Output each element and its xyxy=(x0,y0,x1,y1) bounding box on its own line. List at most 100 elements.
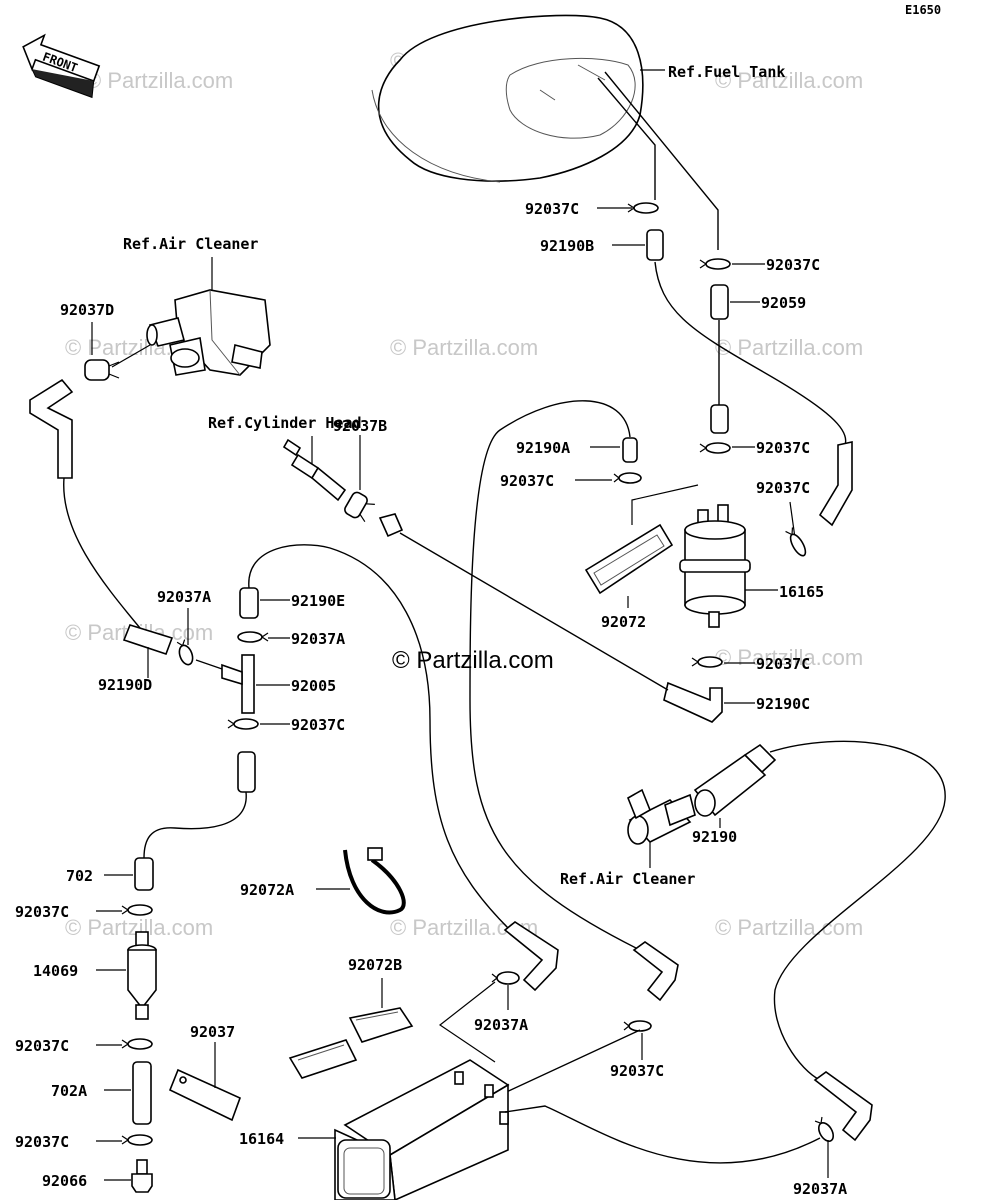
diagram-code: E1650 xyxy=(905,3,941,17)
watermark-main: © Partzilla.com xyxy=(392,647,554,674)
part-92037C-label: 92037C xyxy=(525,200,579,218)
watermark: © Partzilla.com xyxy=(390,335,538,360)
air-cleaner-fitting xyxy=(626,788,696,845)
part-92037C-label: 92037C xyxy=(756,655,810,673)
hose-line xyxy=(504,1105,821,1164)
watermark: © Partzilla.com xyxy=(85,68,233,93)
charcoal-canister-16164 xyxy=(334,1059,510,1200)
part-702A-label: 702A xyxy=(51,1082,87,1100)
part-92037C-label: 92037C xyxy=(610,1062,664,1080)
part-92072A-label: 92072A xyxy=(240,881,294,899)
hose-clamp xyxy=(227,718,259,730)
part-92072B-label: 92072B xyxy=(348,956,402,974)
cap-92066 xyxy=(131,1159,153,1193)
hose-line xyxy=(143,791,247,859)
bracket-92072 xyxy=(584,523,674,595)
t-joint-92005 xyxy=(221,654,255,714)
part-92037C-label: 92037C xyxy=(756,439,810,457)
hose-clamp xyxy=(691,656,723,668)
hose-clamp xyxy=(785,527,807,557)
hose-clamp xyxy=(699,258,731,270)
part-92037-label: 92037 xyxy=(190,1023,235,1041)
strap-92072A xyxy=(343,849,406,915)
part-92037C-label: 92037C xyxy=(500,472,554,490)
ref-air-cleaner-label: Ref.Air Cleaner xyxy=(560,870,695,888)
part-92037C-label: 92037C xyxy=(15,1037,69,1055)
bracket-92037 xyxy=(168,1068,242,1122)
part-14069-label: 14069 xyxy=(33,962,78,980)
hose-clamp xyxy=(699,442,731,454)
hose-line xyxy=(63,477,141,629)
watermark: © Partzilla.com xyxy=(715,68,863,93)
part-92037A-label: 92037A xyxy=(793,1180,847,1198)
part-92037C-label: 92037C xyxy=(15,903,69,921)
fuel-filter-16165 xyxy=(679,504,751,628)
elbow-hose xyxy=(29,378,74,479)
hose-pipe xyxy=(237,751,256,793)
hose-clamp xyxy=(623,1020,652,1032)
elbow-hose xyxy=(632,941,679,1002)
part-92066-label: 92066 xyxy=(42,1172,87,1190)
hose-clamp-92037B xyxy=(344,491,375,522)
hose-702A xyxy=(132,1061,152,1125)
front-arrow-icon: FRONT xyxy=(22,33,101,99)
ref-air-cleaner-label: Ref.Air Cleaner xyxy=(123,235,258,253)
part-92037C-label: 92037C xyxy=(291,716,345,734)
part-92037D-label: 92037D xyxy=(60,301,114,319)
watermark: © Partzilla.com xyxy=(715,915,863,940)
hose-702 xyxy=(134,857,154,891)
hose-92190A xyxy=(622,437,638,463)
watermark: © Partzilla.com xyxy=(715,645,863,670)
hose-line xyxy=(248,544,511,931)
hose-line xyxy=(604,71,719,250)
hose-clamp xyxy=(237,631,269,643)
hose-92190B xyxy=(646,229,664,261)
hose-92190 xyxy=(693,743,777,817)
part-92037A-label: 92037A xyxy=(157,588,211,606)
hose-92059 xyxy=(710,284,729,320)
elbow-hose xyxy=(813,1071,873,1142)
fuel-tank xyxy=(371,14,665,183)
hose-line xyxy=(654,261,847,446)
part-92190-label: 92190 xyxy=(692,828,737,846)
hose-clamp xyxy=(121,1134,153,1146)
hose-line xyxy=(469,400,641,951)
part-92190D-label: 92190D xyxy=(98,676,152,694)
ref-cylinder-head-label: Ref.Cylinder Head xyxy=(208,414,362,432)
part-92037C-label: 92037C xyxy=(766,256,820,274)
hose-clamp xyxy=(491,971,520,985)
part-16165-label: 16165 xyxy=(779,583,824,601)
part-92037A-label: 92037A xyxy=(291,630,345,648)
air-cleaner-valve xyxy=(146,289,271,376)
hose-92190D xyxy=(122,624,174,656)
part-92190E-label: 92190E xyxy=(291,592,345,610)
part-92190C-label: 92190C xyxy=(756,695,810,713)
elbow-hose-92190C xyxy=(663,681,723,723)
hose-clamp xyxy=(176,639,194,666)
part-16164-label: 16164 xyxy=(239,1130,284,1148)
part-92037A-label: 92037A xyxy=(474,1016,528,1034)
part-92059-label: 92059 xyxy=(761,294,806,312)
hose-clamp xyxy=(121,904,153,916)
watermark: © Partzilla.com xyxy=(715,335,863,360)
part-92190A-label: 92190A xyxy=(516,439,570,457)
watermarks: © Partzilla.com © Partzilla.com © Partzi… xyxy=(65,48,863,940)
hose-pipe xyxy=(710,404,729,434)
elbow-hose xyxy=(503,921,559,992)
part-92037C-label: 92037C xyxy=(756,479,810,497)
fuel-filter-14069 xyxy=(127,931,157,1020)
elbow-hose xyxy=(818,441,853,527)
hose-92190E xyxy=(239,587,259,619)
part-92037B-label: 92037B xyxy=(333,417,387,435)
part-92037C-label: 92037C xyxy=(15,1133,69,1151)
hose-line xyxy=(399,532,669,691)
hose-stub xyxy=(378,513,404,538)
ref-fuel-tank-label: Ref.Fuel Tank xyxy=(668,63,785,81)
part-702-label: 702 xyxy=(66,867,93,885)
hose-line xyxy=(597,77,656,200)
hose-line xyxy=(499,1029,641,1096)
part-92190B-label: 92190B xyxy=(540,237,594,255)
part-92072-label: 92072 xyxy=(601,613,646,631)
bracket-92072B xyxy=(288,1007,414,1079)
